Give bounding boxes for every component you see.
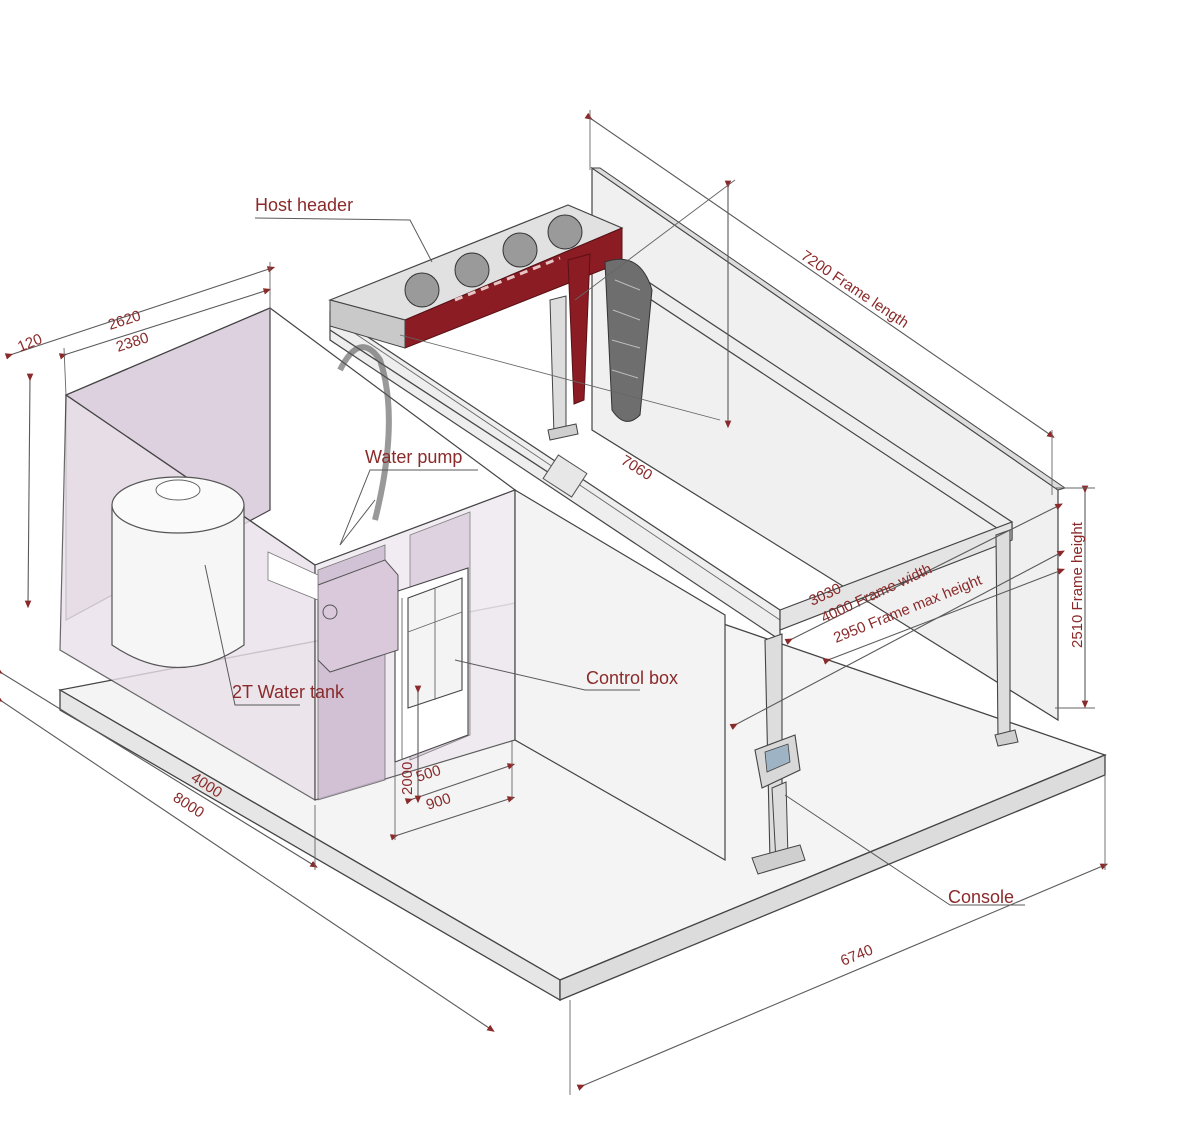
component-labels: Host header Water pump 2T Water tank Con… (232, 195, 1014, 907)
water-pump (267, 551, 399, 673)
console-unit (751, 734, 806, 875)
host-header-label: Host header (255, 195, 353, 215)
console-label: Console (948, 887, 1014, 907)
dimension-lines (0, 110, 1109, 1095)
dim-500: 500 (414, 762, 443, 786)
dim-2380: 2380 (114, 329, 151, 355)
dim-900: 900 (424, 790, 453, 814)
water-tank-label: 2T Water tank (232, 682, 345, 702)
pump-hose (337, 344, 392, 546)
label-leaders (204, 217, 1025, 906)
dim-6740: 6740 (838, 941, 875, 969)
frame-height-dim: 2510 Frame height (1069, 521, 1086, 648)
water-pump-label: Water pump (365, 447, 462, 467)
dim-8000: 8000 (170, 789, 207, 821)
side-wall (514, 488, 726, 862)
water-tank (111, 476, 245, 668)
control-box (407, 577, 463, 709)
dim-2620: 2620 (106, 307, 143, 333)
dim-120: 120 (15, 331, 45, 356)
control-box-label: Control box (586, 668, 678, 688)
dim-2000: 2000 (399, 762, 416, 795)
